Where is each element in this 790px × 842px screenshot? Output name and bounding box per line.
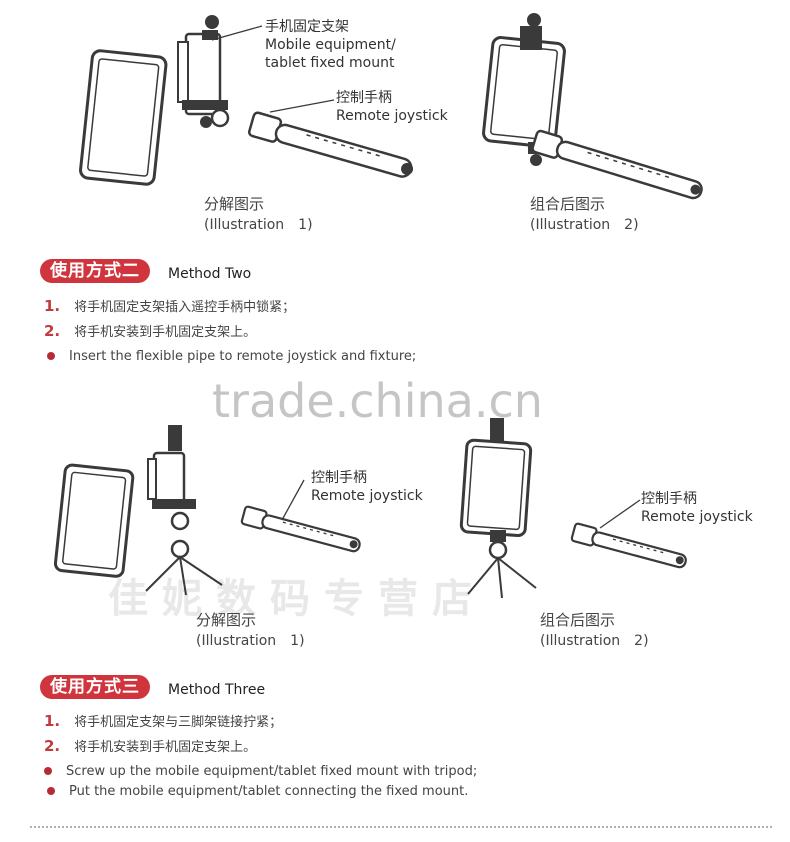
method-two-step-1: 1.将手机固定支架插入遥控手柄中锁紧； <box>44 297 296 315</box>
bullet-dot <box>44 766 52 775</box>
watermark-store: 佳妮数码专营店 <box>108 575 486 622</box>
mid-joystick-right-zh: 控制手柄 <box>641 491 697 507</box>
bullet-dot <box>47 786 55 795</box>
mount-label-en-line2: tablet fixed mount <box>265 55 395 71</box>
caption-top-2-en: (Illustration 2) <box>530 217 639 233</box>
joystick-label-zh: 控制手柄 <box>336 90 392 106</box>
joystick-label-en: Remote joystick <box>336 108 448 124</box>
bullet-dot <box>47 351 55 360</box>
caption-mid-2-zh: 组合后图示 <box>540 611 616 629</box>
method-two-step-2: 2.将手机安装到手机固定支架上。 <box>44 322 257 340</box>
assembled-tripod-drawing <box>459 418 537 599</box>
tablet-drawing-2 <box>53 463 135 578</box>
dotted-divider <box>30 826 772 828</box>
mount-label-zh: 手机固定支架 <box>265 19 349 35</box>
method-three-step-1: 1.将手机固定支架与三脚架链接拧紧； <box>44 712 283 730</box>
caption-top-1-en: (Illustration 1) <box>204 217 313 233</box>
method-two-bullet-1: Insert the flexible pipe to remote joyst… <box>47 348 416 366</box>
mid-joystick-right-en: Remote joystick <box>641 509 753 525</box>
leader-lines <box>211 25 335 113</box>
caption-mid-1-zh: 分解图示 <box>196 611 257 629</box>
method-three-step-2: 2.将手机安装到手机固定支架上。 <box>44 737 257 755</box>
mount-label-en-line1: Mobile equipment/ <box>265 37 396 53</box>
caption-top-2-zh: 组合后图示 <box>530 195 606 213</box>
method-three-bullet-1: Screw up the mobile equipment/tablet fix… <box>44 763 477 781</box>
caption-mid-1-en: (Illustration 1) <box>196 633 305 649</box>
caption-top-1-zh: 分解图示 <box>204 195 265 213</box>
caption-mid-2-en: (Illustration 2) <box>540 633 649 649</box>
mount-tripod-drawing <box>145 425 223 596</box>
mid-joystick-left-zh: 控制手柄 <box>311 470 367 486</box>
joystick-drawing <box>247 111 414 178</box>
watermark-site: trade.china.cn <box>212 374 543 428</box>
assembled-drawing <box>482 13 703 200</box>
joystick-drawing-3 <box>570 522 687 569</box>
method-three-badge: 使用方式三 <box>40 675 150 699</box>
mid-joystick-left-en: Remote joystick <box>311 488 423 504</box>
method-three-title: Method Three <box>168 682 266 698</box>
mount-clamp-drawing <box>177 15 230 128</box>
tablet-drawing <box>79 49 168 186</box>
joystick-drawing-2 <box>240 505 361 553</box>
method-two-title: Method Two <box>168 266 252 282</box>
method-two-badge: 使用方式二 <box>40 259 150 283</box>
method-three-bullet-2: Put the mobile equipment/tablet connecti… <box>47 783 468 801</box>
